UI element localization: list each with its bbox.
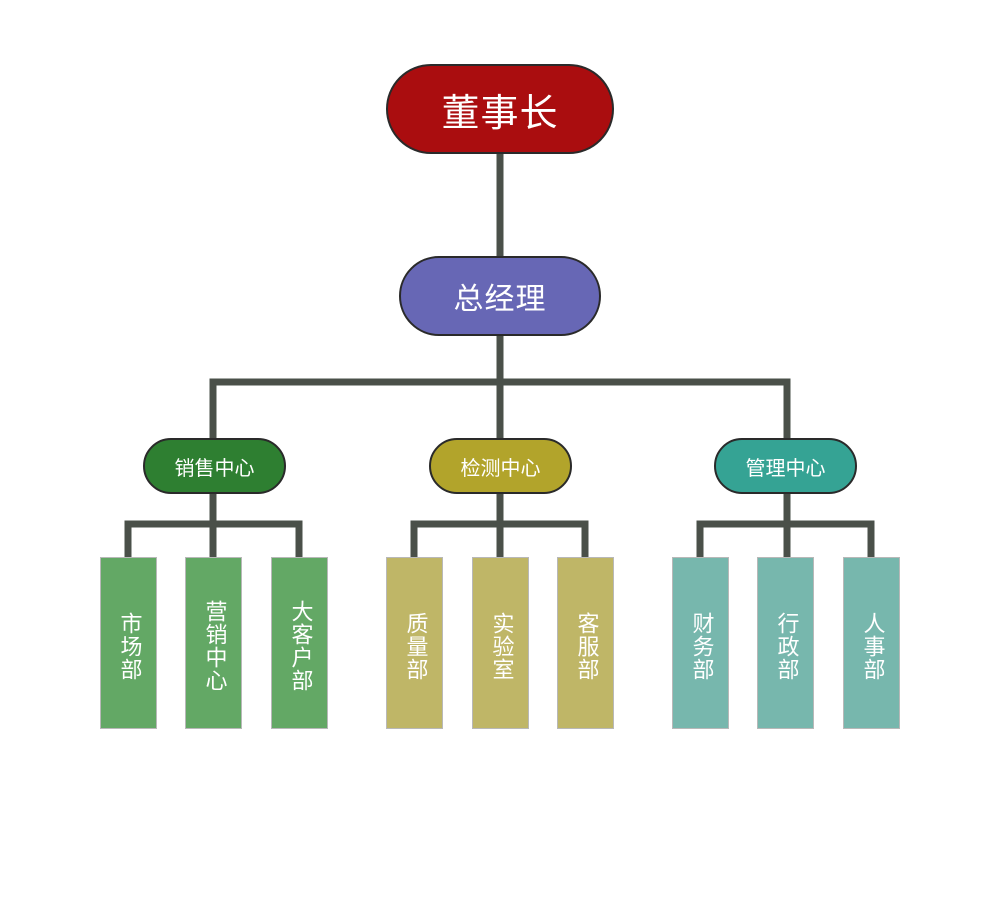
top-node: 董事长 (386, 64, 614, 154)
top-node-label: 董事长 (441, 90, 559, 135)
department-label: 客服部 (573, 611, 599, 681)
center-node: 检测中心 (429, 438, 572, 494)
connector-lines (124, 151, 875, 560)
department-box: 客服部 (557, 557, 614, 729)
department-label: 营销中心 (201, 600, 227, 692)
center-label: 检测中心 (460, 455, 541, 480)
department-label: 行政部 (773, 611, 799, 681)
department-box: 大客户部 (271, 557, 328, 729)
department-box: 财务部 (672, 557, 729, 729)
center-label: 管理中心 (745, 455, 826, 480)
department-label: 实验室 (488, 611, 514, 681)
department-box: 实验室 (472, 557, 529, 729)
department-label: 质量部 (402, 611, 428, 681)
center-node: 销售中心 (143, 438, 286, 494)
department-box: 行政部 (757, 557, 814, 729)
center-node: 管理中心 (714, 438, 857, 494)
center-label: 销售中心 (174, 455, 255, 480)
department-label: 人事部 (859, 611, 885, 681)
department-label: 大客户部 (287, 600, 313, 692)
general-manager-node: 总经理 (399, 256, 601, 336)
department-box: 人事部 (843, 557, 900, 729)
department-box: 质量部 (386, 557, 443, 729)
department-box: 市场部 (100, 557, 157, 729)
general-manager-label: 总经理 (453, 282, 547, 317)
department-box: 营销中心 (185, 557, 242, 729)
department-label: 财务部 (688, 611, 714, 681)
department-label: 市场部 (116, 611, 142, 681)
